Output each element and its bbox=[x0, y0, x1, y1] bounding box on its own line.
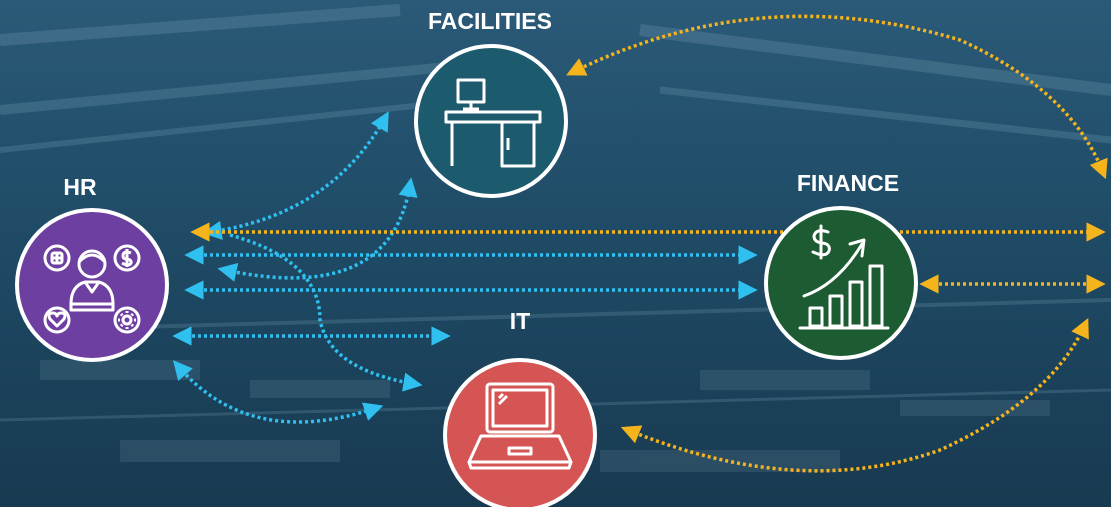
finance-node[interactable] bbox=[764, 206, 918, 360]
finance-label: FINANCE bbox=[796, 170, 900, 196]
facilities-label: FACILITIES bbox=[428, 8, 552, 34]
facilities-node[interactable] bbox=[414, 44, 568, 198]
desk-computer-icon bbox=[444, 78, 542, 168]
link-hr-it-2 bbox=[229, 233, 423, 392]
link-hr-facilities-2 bbox=[217, 177, 418, 282]
hr-node[interactable] bbox=[15, 208, 169, 362]
link-facilities-external bbox=[566, 14, 1108, 180]
it-label: IT bbox=[509, 308, 531, 334]
laptop-icon bbox=[467, 382, 573, 470]
link-hr-it-3 bbox=[172, 360, 384, 424]
it-node[interactable] bbox=[443, 358, 597, 507]
growth-chart-icon bbox=[798, 224, 890, 330]
hr-label: HR bbox=[63, 174, 97, 200]
link-it-external bbox=[620, 318, 1089, 473]
employee-services-icon bbox=[43, 244, 141, 334]
link-hr-facilities-1 bbox=[202, 111, 389, 240]
